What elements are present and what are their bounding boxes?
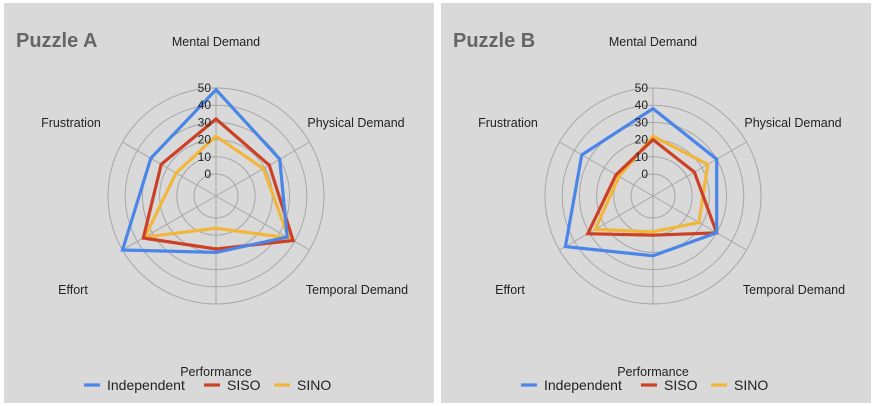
tick-label: 0: [204, 167, 211, 181]
axis-label-frustration: Frustration: [41, 116, 101, 130]
axis-label-performance: Performance: [617, 365, 689, 379]
tick-label: 10: [198, 150, 212, 164]
series-line-independent: [563, 106, 719, 258]
series-line-siso: [585, 137, 719, 237]
tick-label: 50: [198, 81, 212, 95]
tick-label: 20: [198, 133, 212, 147]
grid-spoke: [122, 195, 217, 251]
tick-label: 30: [198, 115, 212, 129]
axis-label-temporal-demand: Temporal Demand: [743, 283, 845, 297]
series-line-independent: [120, 87, 289, 255]
series-line-siso: [141, 116, 296, 251]
tick-label: 20: [635, 133, 649, 147]
axis-label-temporal-demand: Temporal Demand: [306, 283, 408, 297]
legend-label-siso: SISO: [664, 377, 698, 393]
tick-label: 10: [635, 150, 649, 164]
grid-spoke: [652, 141, 747, 197]
legend-label-sino: SINO: [297, 377, 331, 393]
axis-label-mental-demand: Mental Demand: [172, 35, 260, 49]
tick-label: 40: [198, 98, 212, 112]
axis-label-effort: Effort: [58, 283, 88, 297]
axis-label-performance: Performance: [180, 365, 252, 379]
tick-label: 50: [635, 81, 649, 95]
legend-label-independent: Independent: [544, 377, 622, 393]
axis-label-mental-demand: Mental Demand: [609, 35, 697, 49]
tick-label: 0: [641, 167, 648, 181]
grid-spoke: [559, 141, 654, 197]
grid-spoke: [559, 195, 654, 251]
tick-label: 40: [635, 98, 649, 112]
axis-label-effort: Effort: [495, 283, 525, 297]
legend-label-sino: SINO: [734, 377, 768, 393]
series-line-sino: [592, 134, 710, 234]
radar-chart-puzzle-b: Puzzle B 0 10 20 30 40 50 Mental DemandPhysical…: [453, 30, 845, 393]
radar-chart-puzzle-a: Puzzle A 0 10 20 30 40 50 Mental DemandPhysical…: [16, 30, 408, 393]
grid-spoke: [122, 141, 217, 197]
series-line-sino: [142, 134, 292, 240]
axis-label-physical-demand: Physical Demand: [744, 116, 841, 130]
axis-label-physical-demand: Physical Demand: [307, 116, 404, 130]
axis-label-frustration: Frustration: [478, 116, 538, 130]
chart-title: Puzzle B: [453, 30, 535, 52]
legend-label-siso: SISO: [227, 377, 261, 393]
chart-title: Puzzle A: [16, 30, 98, 52]
tick-label: 30: [635, 115, 649, 129]
legend-label-independent: Independent: [107, 377, 185, 393]
